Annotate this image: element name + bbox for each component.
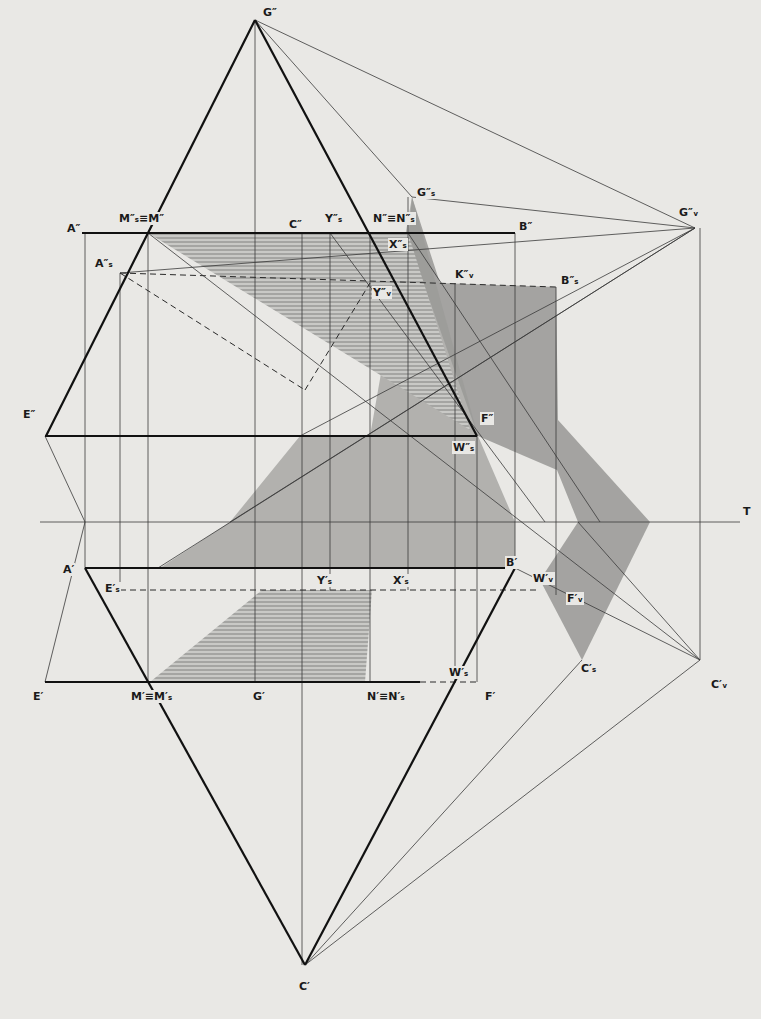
point-label: K″ᵥ <box>454 268 475 281</box>
ray <box>148 233 700 660</box>
edge-line <box>46 20 255 436</box>
projector <box>477 436 478 682</box>
point-label: C′ <box>298 980 311 993</box>
point-label: X′ₛ <box>392 574 410 587</box>
edge-line <box>85 568 305 965</box>
edge-line <box>85 567 515 569</box>
projector <box>330 233 331 590</box>
ray <box>45 436 85 522</box>
point-label: C′ₛ <box>580 662 597 675</box>
shadow-area <box>540 522 650 660</box>
ray <box>515 568 700 660</box>
projector <box>255 20 256 682</box>
ray <box>408 233 600 522</box>
projector <box>120 273 121 590</box>
ray <box>412 197 695 228</box>
point-label: N″≡N″ₛ <box>372 212 416 225</box>
point-label: W″ₛ <box>452 441 475 454</box>
point-label: G″ₛ <box>416 186 436 199</box>
point-label: N′≡N′ₛ <box>366 690 406 703</box>
ground-line <box>40 522 740 523</box>
ray <box>305 660 582 965</box>
shadow-area <box>160 522 515 568</box>
point-label: Y″ᵥ <box>372 286 392 299</box>
hatched-area <box>150 590 372 682</box>
point-label: F″ <box>480 412 494 425</box>
projector <box>148 233 149 682</box>
edge-line <box>45 435 477 437</box>
ray <box>305 660 700 965</box>
point-label: G″ <box>262 6 278 19</box>
point-label: F′ <box>484 690 496 703</box>
projection-lines <box>40 20 740 965</box>
point-label: Y″ₛ <box>324 212 343 225</box>
point-label: E′ <box>32 690 44 703</box>
edge-line <box>305 568 515 965</box>
ray <box>330 233 545 522</box>
projector <box>85 233 86 568</box>
edge-line <box>255 20 477 436</box>
ray <box>300 228 695 436</box>
dashed-line <box>120 273 305 390</box>
point-label: G″ᵥ <box>678 206 699 219</box>
ray <box>45 522 85 682</box>
point-label: E′ₛ <box>104 582 121 595</box>
projector <box>455 283 456 682</box>
dashed-line <box>420 682 477 683</box>
ray <box>120 228 695 273</box>
point-label: M′≡M′ₛ <box>130 690 173 703</box>
point-label: M″ₛ≡M″ <box>118 212 165 225</box>
shadow-regions <box>148 197 650 682</box>
point-label: E″ <box>22 408 36 421</box>
projector <box>408 197 409 590</box>
projector <box>302 232 303 965</box>
projector <box>370 233 371 682</box>
point-label: B′ <box>505 556 518 569</box>
dashed-line <box>305 283 370 390</box>
projector <box>515 233 516 568</box>
point-label: C″ <box>288 218 303 231</box>
point-label: C′ᵥ <box>710 678 728 691</box>
ray <box>158 228 695 568</box>
ray <box>578 522 700 660</box>
edge-line <box>45 681 420 683</box>
point-label: B″ <box>518 220 533 233</box>
point-label: Y′ₛ <box>316 574 333 587</box>
ray <box>255 20 412 197</box>
point-label: W′ᵥ <box>532 572 555 585</box>
point-label: T <box>742 505 752 518</box>
dashed-line <box>120 273 556 287</box>
projector <box>700 228 701 660</box>
point-label: A″ₛ <box>94 257 114 270</box>
point-label: A″ <box>66 222 81 235</box>
point-label: X″ₛ <box>388 238 408 251</box>
ray <box>255 20 695 228</box>
point-label: G′ <box>252 690 266 703</box>
point-label: A′ <box>62 563 75 576</box>
dashed-line <box>120 590 540 591</box>
point-label: B″ₛ <box>560 274 580 287</box>
point-label: F′ᵥ <box>566 592 584 605</box>
hidden-lines <box>120 273 556 682</box>
object-outline <box>45 20 515 965</box>
point-label: W′ₛ <box>448 666 469 679</box>
